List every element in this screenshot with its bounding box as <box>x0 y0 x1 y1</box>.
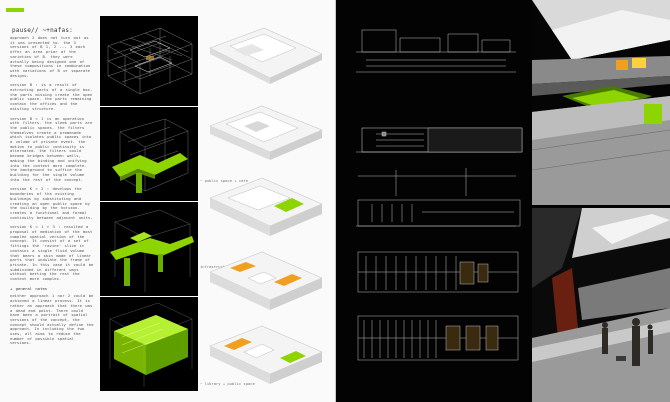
general-notes-heading: + general notes <box>10 285 48 291</box>
render-column <box>100 16 198 392</box>
section-drawing-2 <box>356 127 523 153</box>
section-drawing-5 <box>357 315 519 361</box>
interior-perspective-top-image <box>532 0 670 205</box>
paragraph-intro: approach 2 does not turn out as it was p… <box>10 35 91 78</box>
page-title: pause// ~+nafas: <box>12 27 73 34</box>
render-green-volume-image <box>100 297 198 391</box>
model-massing-orange <box>204 242 328 312</box>
section-drawing-1 <box>356 29 516 73</box>
paragraph-general-notes: neither approach 1 nor 2 could be achiev… <box>10 293 94 346</box>
render-green-plates-image <box>100 202 198 296</box>
model-massing-orange-green <box>204 316 328 386</box>
render-wireframe-image <box>100 16 198 106</box>
interior-perspective-bottom-image <box>532 208 670 402</box>
header-accent-bar <box>6 8 24 12</box>
section-drawing-4 <box>357 251 519 293</box>
section-drawings <box>336 0 536 402</box>
paragraph-version-b1: version B < 1 is an operation with filte… <box>10 115 93 182</box>
model-massing-1 <box>204 20 328 90</box>
left-page: pause// ~+nafas: approach 2 does not tur… <box>6 8 332 396</box>
model-column <box>200 18 332 396</box>
render-green-filters-image <box>100 107 198 201</box>
caption-library: ~ library + public space <box>200 381 255 386</box>
paragraph-version-b: version B : is a result of extracting pa… <box>10 82 93 111</box>
section-drawing-3 <box>356 168 521 227</box>
paragraph-version-k2: version K > 2 : develops the boundaries … <box>10 186 93 220</box>
people-figures <box>602 318 653 366</box>
caption-public-cafe: ~ public space + cafe <box>200 178 249 183</box>
page-gutter <box>335 0 336 402</box>
text-column: approach 2 does not turn out as it was p… <box>10 35 94 396</box>
paragraph-version-k13: version K < 1 > 3 : resulted a proposal … <box>10 224 94 282</box>
right-page <box>336 0 670 402</box>
model-massing-2 <box>204 94 328 164</box>
model-massing-green <box>204 168 328 238</box>
